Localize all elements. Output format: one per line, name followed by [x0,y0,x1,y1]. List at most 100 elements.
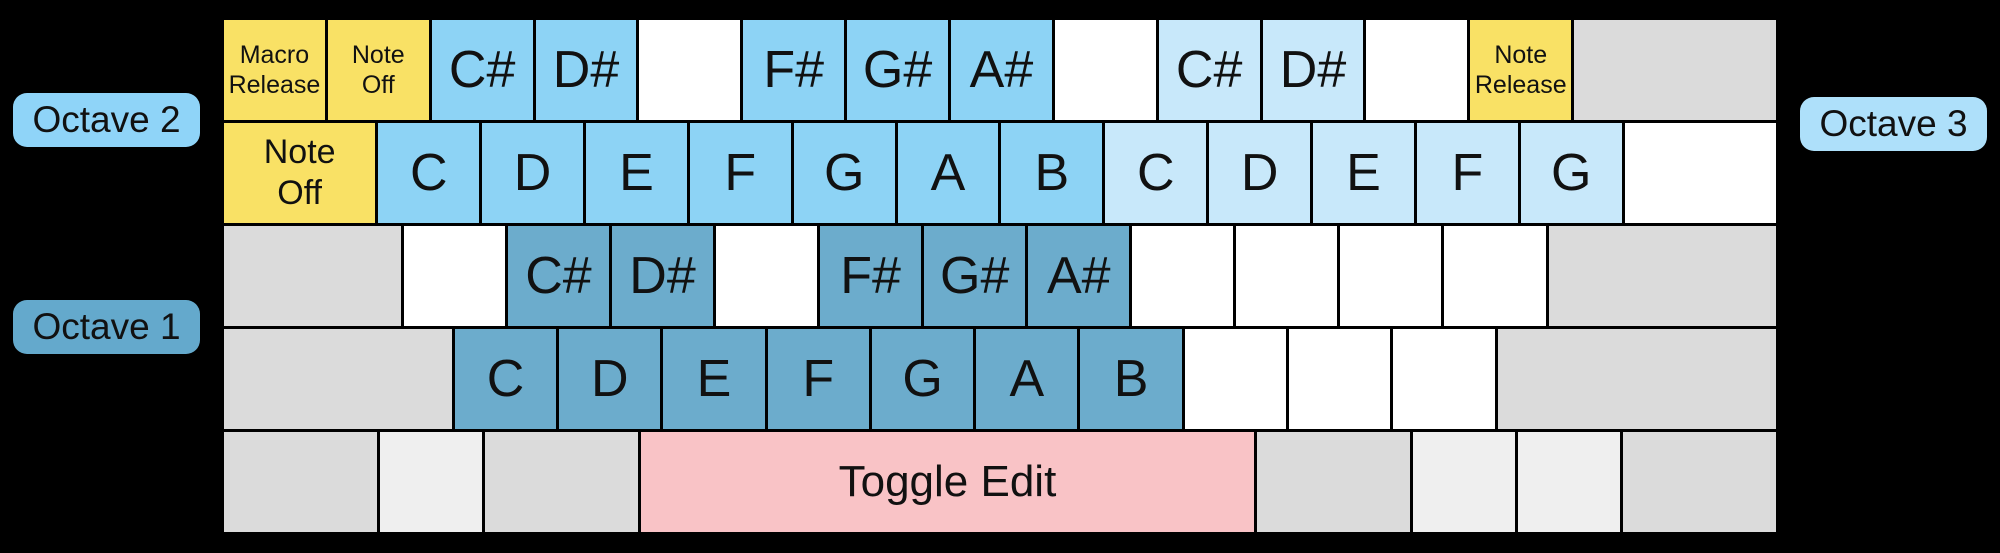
blank-key [1340,226,1442,326]
keyboard-row-5: Toggle Edit [224,432,1776,532]
key-g-octave1: G [871,329,974,429]
key-c-sharp-octave2: C# [431,20,533,120]
unassigned-key [1517,432,1620,532]
key-label-line: C# [448,41,516,99]
key-a-sharp-octave2: A# [951,20,1052,120]
key-g-octave3: G [1520,123,1622,223]
key-label-line: Release [1474,71,1567,99]
key-e-octave3: E [1313,123,1414,223]
key-c-octave2: C [378,123,480,223]
key-label-line: A# [1046,247,1111,305]
key-c-octave3: C [1105,123,1207,223]
key-label-line: D [513,144,552,202]
unassigned-key [1497,329,1776,429]
key-label-line: D# [552,41,620,99]
key-label-line: Macro [239,41,310,69]
octave-1-label: Octave 1 [13,300,200,354]
key-label-line: B [1034,144,1070,202]
unassigned-key [224,329,452,429]
key-f-octave2: F [689,123,791,223]
key-d-octave1: D [559,329,661,429]
key-d-octave2: D [482,123,584,223]
key-g-octave2: G [793,123,895,223]
key-label-line: A [1009,350,1045,408]
blank-key [639,20,741,120]
blank-key [1366,20,1468,120]
unassigned-key [224,226,401,326]
blank-key [716,226,818,326]
key-label-line: G [1550,144,1592,202]
key-e-octave2: E [586,123,687,223]
key-label-line: A [930,144,966,202]
key-label-line: Toggle Edit [838,457,1057,506]
key-label-line: G# [862,41,933,99]
unassigned-key [485,432,639,532]
unassigned-key [1574,20,1776,120]
key-c-octave1: C [454,329,557,429]
blank-key [403,226,505,326]
key-d-sharp-octave2: D# [535,20,637,120]
key-label-line: D [1240,144,1279,202]
key-c-sharp-octave3: C# [1158,20,1260,120]
key-label-line: F# [840,247,901,305]
key-f-octave1: F [767,329,869,429]
key-label-line: E [619,144,654,202]
key-label-line: E [1346,144,1381,202]
blank-key [1236,226,1338,326]
blank-key [1624,123,1776,223]
unassigned-key [1412,432,1515,532]
key-label-line: G# [940,247,1010,305]
key-e-octave1: E [663,329,765,429]
key-c-sharp-octave1: C# [507,226,609,326]
key-label-line: C# [1175,41,1243,99]
key-label-line: Note [1494,41,1548,69]
key-label-line: C# [525,247,592,305]
blank-key [1288,329,1391,429]
unassigned-key [1548,226,1776,326]
unassigned-key [380,432,483,532]
key-d-sharp-octave3: D# [1262,20,1364,120]
blank-key [1184,329,1286,429]
key-f-sharp-octave2: F# [743,20,845,120]
key-label-line: Off [277,174,323,212]
key-label-line: G [902,350,943,408]
key-label-line: E [696,350,732,408]
octave-2-label: Octave 2 [13,93,200,147]
key-label-line: F# [763,41,825,99]
key-d-sharp-octave1: D# [611,226,714,326]
unassigned-key [1622,432,1776,532]
unassigned-key [224,432,378,532]
octave-3-label: Octave 3 [1800,97,1987,151]
key-a-octave1: A [976,329,1078,429]
key-label-line: Release [228,71,321,99]
key-label-line: D [590,350,629,408]
key-label-line: C [409,144,448,202]
blank-key [1132,226,1234,326]
key-label-line: Off [361,71,395,99]
blank-key [1393,329,1495,429]
key-b-octave2: B [1001,123,1103,223]
key-g-sharp-octave2: G# [847,20,949,120]
toggle-edit-key: Toggle Edit [641,432,1254,532]
key-label-line: Note [263,133,336,171]
key-label-line: D# [1279,41,1347,99]
key-f-octave3: F [1416,123,1518,223]
blank-key [1054,20,1156,120]
key-label-line: C [1136,144,1175,202]
key-label-line: F [802,350,835,408]
key-a-sharp-octave1: A# [1028,226,1130,326]
key-label-line: C [486,350,525,408]
key-label-line: Note [351,41,405,69]
blank-key [1444,226,1546,326]
key-label-line: B [1113,350,1149,408]
key-f-sharp-octave1: F# [820,226,922,326]
key-label-line: A# [969,41,1034,99]
